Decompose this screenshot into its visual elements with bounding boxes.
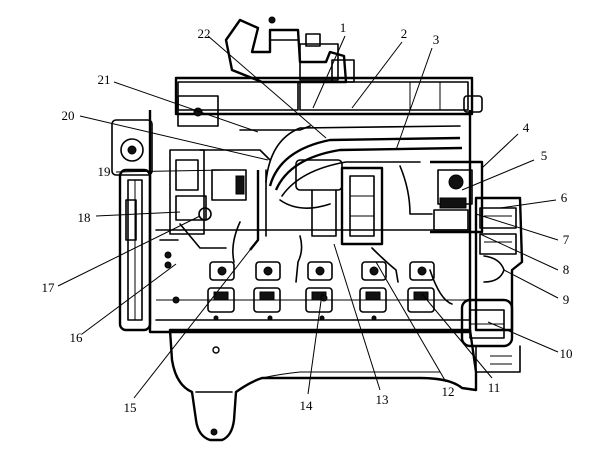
oil-pan: [168, 328, 478, 442]
leader-18: [95, 211, 181, 217]
leader-8: [479, 233, 559, 271]
leader-3: [395, 47, 433, 151]
leader-14: [307, 293, 323, 395]
callout-20: 20: [62, 108, 75, 123]
block-bosses: [207, 287, 435, 313]
leader-9: [503, 269, 559, 299]
leader-7: [475, 213, 559, 241]
leader-19: [115, 169, 227, 173]
callout-16: 16: [70, 330, 84, 345]
callout-labels: 1 2 3 4 5 6 7 8 9 10 11 12 13 14 15 16 1…: [42, 20, 573, 415]
callout-11: 11: [488, 380, 501, 395]
callout-7: 7: [563, 232, 570, 247]
callout-8: 8: [563, 262, 570, 277]
engine-block: [148, 110, 472, 334]
left-accessories: [159, 95, 247, 249]
leader-11: [421, 293, 493, 379]
leader-6: [499, 199, 557, 209]
cylinder-head: [174, 76, 483, 116]
leader-5: [461, 159, 535, 191]
leader-12: [375, 261, 447, 383]
front-damper: [111, 119, 153, 332]
callout-14: 14: [300, 398, 314, 413]
callout-22: 22: [198, 26, 211, 41]
leader-21: [113, 81, 259, 133]
leader-16: [81, 263, 177, 335]
right-accessories: [399, 160, 524, 373]
fuel-lines: [199, 125, 463, 305]
callout-12: 12: [442, 384, 455, 399]
engine-illustration: [111, 16, 524, 442]
block-mid-bosses: [209, 261, 435, 281]
callout-4: 4: [523, 120, 530, 135]
leader-2: [351, 41, 403, 109]
injection-pump: [295, 159, 384, 246]
callout-5: 5: [541, 148, 548, 163]
callout-17: 17: [42, 280, 56, 295]
callout-6: 6: [561, 190, 568, 205]
leader-4: [481, 133, 519, 169]
leader-13: [333, 243, 381, 391]
leader-1: [312, 35, 346, 109]
leader-22: [207, 35, 327, 139]
callout-1: 1: [340, 20, 347, 35]
callout-10: 10: [560, 346, 573, 361]
leader-17: [57, 215, 201, 287]
intake-manifold: [224, 16, 355, 84]
callout-21: 21: [98, 72, 111, 87]
callout-3: 3: [433, 32, 440, 47]
callout-15: 15: [124, 400, 137, 415]
leader-15: [133, 249, 251, 399]
callout-2: 2: [401, 26, 408, 41]
leader-20: [79, 115, 269, 161]
callout-18: 18: [78, 210, 91, 225]
callout-9: 9: [563, 292, 570, 307]
leader-10: [487, 321, 559, 353]
callout-19: 19: [98, 164, 111, 179]
callout-13: 13: [376, 392, 389, 407]
callout-leaders: [57, 35, 559, 399]
